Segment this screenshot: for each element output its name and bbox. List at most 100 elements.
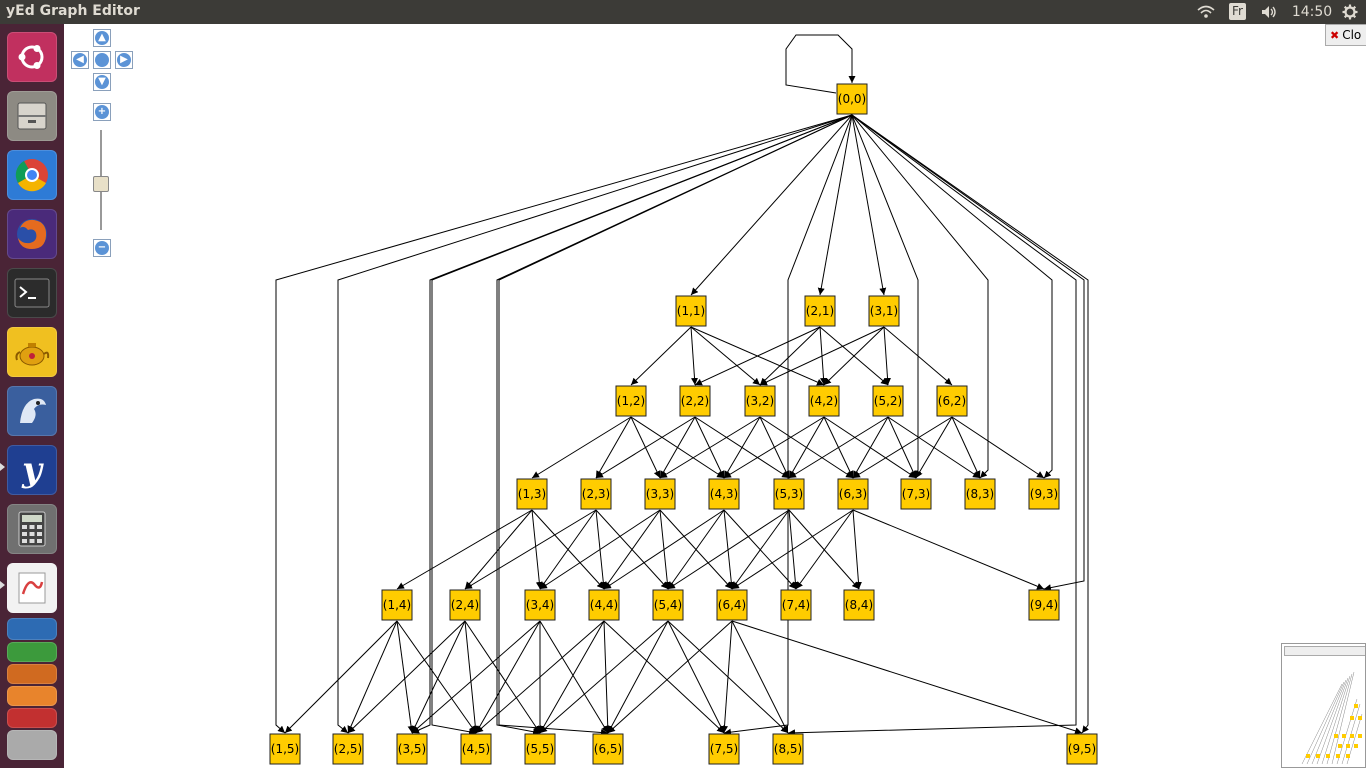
node-box[interactable]: [580, 478, 612, 510]
graph-edge[interactable]: [788, 416, 825, 479]
graph-edge[interactable]: [667, 509, 725, 590]
node-box[interactable]: [808, 385, 840, 417]
node-box[interactable]: [516, 478, 548, 510]
graph-node[interactable]: (1,4): [381, 589, 413, 621]
pan-right-button[interactable]: ▶: [115, 51, 133, 69]
graph-edge[interactable]: [951, 416, 981, 479]
graph-edge[interactable]: [851, 114, 989, 479]
node-box[interactable]: [381, 589, 413, 621]
graph-edge[interactable]: [851, 114, 1053, 479]
graph-edge[interactable]: [607, 620, 733, 734]
graph-node[interactable]: (3,1): [868, 295, 900, 327]
node-box[interactable]: [269, 733, 301, 765]
graph-edge[interactable]: [823, 326, 885, 386]
firefox-icon[interactable]: [7, 209, 57, 259]
graph-edge[interactable]: [496, 114, 853, 736]
graph-node[interactable]: (5,5): [524, 733, 556, 765]
graph-node[interactable]: (2,1): [804, 295, 836, 327]
amazon-icon[interactable]: [7, 686, 57, 706]
graph-node[interactable]: (8,4): [843, 589, 875, 621]
graph-node[interactable]: (7,3): [900, 478, 932, 510]
graph-node[interactable]: (9,4): [1028, 589, 1060, 621]
graph-node[interactable]: (3,3): [644, 478, 676, 510]
graph-node[interactable]: (6,3): [837, 478, 869, 510]
node-box[interactable]: [1028, 589, 1060, 621]
graph-canvas[interactable]: (0,0)(1,1)(2,1)(3,1)(1,2)(2,2)(3,2)(4,2)…: [64, 24, 1366, 768]
graph-edge[interactable]: [659, 416, 761, 479]
node-box[interactable]: [772, 733, 804, 765]
chrome-icon[interactable]: [7, 150, 57, 200]
terminal-icon[interactable]: [7, 268, 57, 318]
graph-edge[interactable]: [539, 620, 609, 734]
yed-icon[interactable]: y: [7, 445, 57, 495]
graph-edge[interactable]: [464, 620, 541, 734]
graph-edge[interactable]: [337, 114, 853, 734]
graph-edge[interactable]: [883, 326, 953, 386]
graph-edge[interactable]: [723, 416, 761, 479]
graph-node[interactable]: (9,5): [1066, 733, 1098, 765]
graph-edge[interactable]: [721, 620, 733, 734]
pan-left-button[interactable]: ◀: [71, 51, 89, 69]
graph-edge[interactable]: [347, 620, 466, 734]
teapot-icon[interactable]: [7, 327, 57, 377]
pan-down-button[interactable]: ▼: [93, 73, 111, 91]
writer-icon[interactable]: [7, 618, 57, 640]
node-box[interactable]: [592, 733, 624, 765]
graph-edge[interactable]: [411, 620, 541, 734]
graph-node[interactable]: (4,5): [460, 733, 492, 765]
close-tab[interactable]: ✖ Clo: [1325, 24, 1366, 46]
graph-edge[interactable]: [539, 509, 661, 590]
graph-edge[interactable]: [539, 509, 597, 590]
node-box[interactable]: [964, 478, 996, 510]
node-box[interactable]: [708, 478, 740, 510]
graph-edge[interactable]: [659, 416, 696, 479]
graph-node[interactable]: (4,4): [588, 589, 620, 621]
graph-node[interactable]: (3,2): [744, 385, 776, 417]
graph-node[interactable]: (5,2): [872, 385, 904, 417]
graph-node[interactable]: (2,2): [679, 385, 711, 417]
node-box[interactable]: [679, 385, 711, 417]
graph-node[interactable]: (4,2): [808, 385, 840, 417]
graph-edge[interactable]: [690, 326, 699, 386]
wifi-icon[interactable]: [1195, 0, 1217, 24]
graph-edge[interactable]: [759, 326, 885, 386]
jabref-icon[interactable]: [7, 386, 57, 436]
node-box[interactable]: [936, 385, 968, 417]
graph-edge[interactable]: [851, 114, 1085, 592]
graph-node[interactable]: (3,4): [524, 589, 556, 621]
graph-node[interactable]: (1,1): [675, 295, 707, 327]
graph-node[interactable]: (4,3): [708, 478, 740, 510]
graph-edge[interactable]: [852, 509, 1045, 590]
graph-node[interactable]: (6,4): [716, 589, 748, 621]
graph-edge[interactable]: [788, 416, 889, 479]
graph-node[interactable]: (2,4): [449, 589, 481, 621]
volume-icon[interactable]: [1258, 0, 1280, 24]
graph-edge[interactable]: [951, 416, 1045, 479]
graph-edge[interactable]: [475, 620, 605, 734]
graph-edge[interactable]: [539, 620, 605, 734]
calc-icon[interactable]: [7, 642, 57, 662]
graph-node[interactable]: (3,5): [396, 733, 428, 765]
node-box[interactable]: [716, 589, 748, 621]
graph-edge[interactable]: [731, 509, 854, 590]
node-box[interactable]: [396, 733, 428, 765]
graph-edge[interactable]: [731, 509, 790, 590]
node-box[interactable]: [644, 478, 676, 510]
zoom-out-button[interactable]: −: [93, 239, 111, 257]
node-box[interactable]: [524, 589, 556, 621]
node-box[interactable]: [836, 83, 868, 115]
node-box[interactable]: [843, 589, 875, 621]
node-box[interactable]: [1066, 733, 1098, 765]
graph-edge[interactable]: [883, 326, 892, 386]
node-box[interactable]: [773, 478, 805, 510]
node-box[interactable]: [872, 385, 904, 417]
node-box[interactable]: [332, 733, 364, 765]
graph-edge[interactable]: [607, 620, 669, 734]
document-viewer-icon[interactable]: [7, 563, 57, 613]
graph-edge[interactable]: [694, 326, 821, 386]
graph-edge[interactable]: [464, 509, 597, 590]
graph-node[interactable]: (0,0): [836, 83, 868, 115]
node-box[interactable]: [837, 478, 869, 510]
graph-node[interactable]: (1,5): [269, 733, 301, 765]
apps-stack-icon[interactable]: [7, 730, 57, 760]
